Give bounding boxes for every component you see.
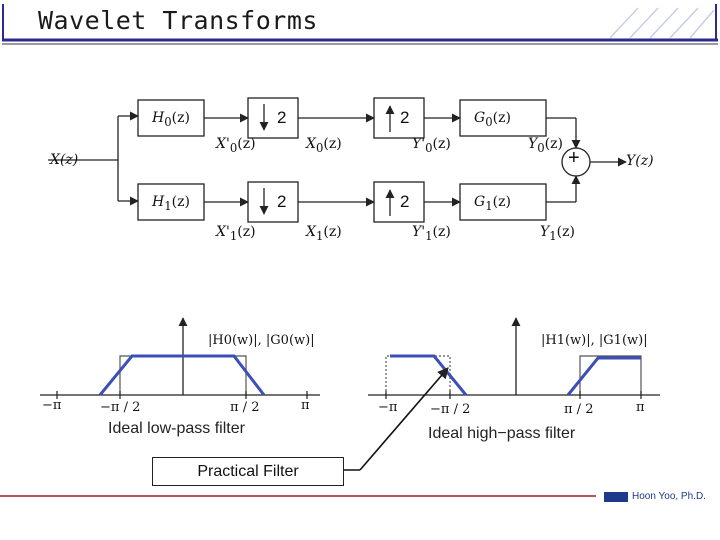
down-factor-top: 2 bbox=[277, 108, 287, 127]
sum-symbol: + bbox=[568, 147, 580, 169]
x1-label: X1(z) bbox=[306, 224, 342, 243]
lowpass-magnitude-label: |H0(w)|, |G0(w)| bbox=[208, 333, 315, 348]
g1-label: G1(z) bbox=[474, 194, 511, 213]
highpass-practical-right bbox=[566, 356, 641, 396]
y0-label: Y0(z) bbox=[528, 136, 563, 155]
x0-label: X0(z) bbox=[306, 136, 342, 155]
highpass-tick-label-neg-pi: −π bbox=[378, 400, 398, 415]
up-factor-bottom: 2 bbox=[400, 192, 410, 211]
highpass-ideal-right bbox=[579, 355, 642, 395]
y0-prime-label: Y'0(z) bbox=[412, 136, 451, 155]
x1-prime-label: X'1(z) bbox=[216, 224, 256, 243]
logo-icon bbox=[604, 492, 628, 502]
lowpass-tick-label-neg-pi: −π bbox=[42, 398, 62, 413]
title-frame bbox=[2, 4, 718, 45]
highpass-tick-label-half-pi: π / 2 bbox=[564, 402, 594, 417]
h1-label: H1(z) bbox=[152, 194, 190, 213]
g0-label: G0(z) bbox=[474, 110, 511, 129]
highpass-practical-left bbox=[390, 354, 468, 396]
x0-prime-label: X'0(z) bbox=[216, 136, 256, 155]
down-top-box bbox=[247, 97, 299, 139]
page-title: Wavelet Transforms bbox=[38, 6, 318, 35]
lowpass-practical-response bbox=[98, 354, 266, 396]
down-bottom-box bbox=[247, 181, 299, 223]
output-label: Y(z) bbox=[626, 153, 654, 169]
up-factor-top: 2 bbox=[400, 108, 410, 127]
lowpass-tick-label-pi: π bbox=[301, 398, 310, 413]
y1-label: Y1(z) bbox=[540, 224, 575, 243]
lowpass-plot bbox=[40, 317, 320, 399]
highpass-tick-label-pi: π bbox=[636, 400, 645, 415]
title-bar: Wavelet Transforms bbox=[0, 0, 720, 46]
highpass-caption: Ideal high−pass filter bbox=[428, 425, 576, 442]
author-credit: Hoon Yoo, Ph.D. bbox=[632, 491, 706, 502]
h0-label: H0(z) bbox=[152, 110, 190, 129]
practical-filter-pointer bbox=[359, 367, 449, 471]
practical-filter-callout: Practical Filter bbox=[152, 457, 344, 486]
lowpass-tick-label-half-pi: π / 2 bbox=[230, 400, 260, 415]
up-bottom-box bbox=[373, 181, 425, 223]
input-label: X(z) bbox=[50, 152, 79, 168]
title-wave-decoration bbox=[609, 7, 715, 39]
highpass-plot bbox=[368, 317, 660, 399]
down-factor-bottom: 2 bbox=[277, 192, 287, 211]
highpass-tick-label-neg-half-pi: −π / 2 bbox=[430, 402, 471, 417]
up-top-box bbox=[373, 97, 425, 139]
lowpass-tick-label-neg-half-pi: −π / 2 bbox=[100, 400, 141, 415]
lowpass-caption: Ideal low-pass filter bbox=[108, 420, 245, 437]
highpass-magnitude-label: |H1(w)|, |G1(w)| bbox=[541, 333, 648, 348]
y1-prime-label: Y'1(z) bbox=[412, 224, 451, 243]
